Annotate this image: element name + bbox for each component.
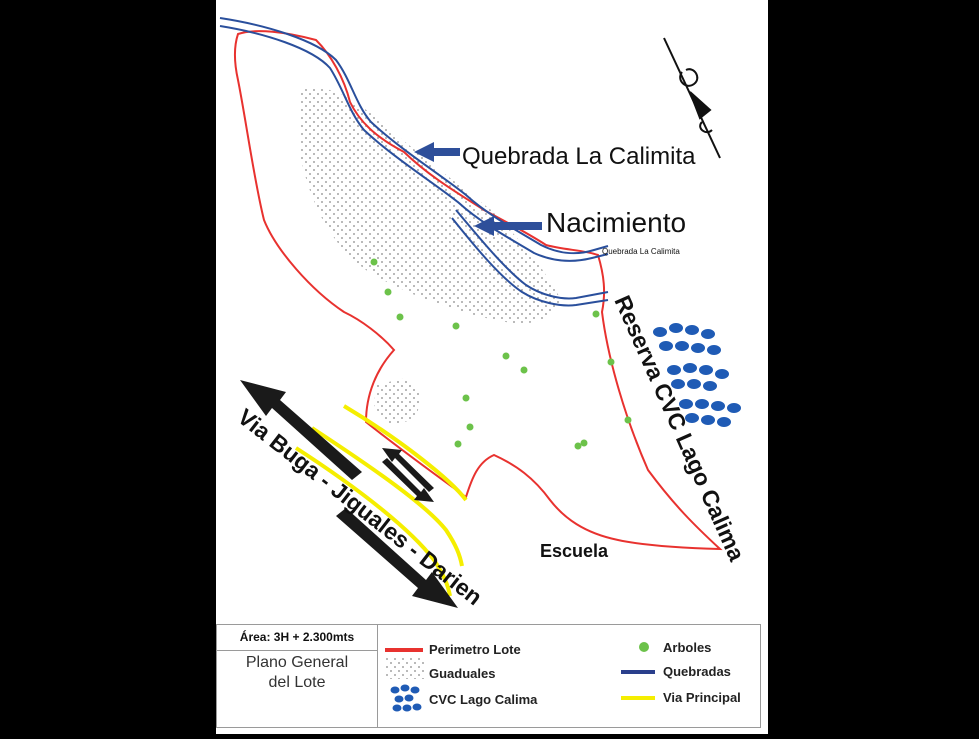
legend-trees: Arboles (663, 640, 712, 655)
cvc-lago-calima-dots (653, 323, 741, 427)
main-road (294, 404, 468, 597)
map-canvas: Quebrada La Calimita Nacimiento Quebrada… (219, 17, 750, 610)
guaduales-area (301, 88, 561, 324)
school-label: Escuela (540, 541, 609, 561)
stream-label: Quebrada La Calimita (462, 143, 696, 170)
legend: Área: 3H + 2.300mts Plano General del Lo… (216, 624, 761, 728)
legend-perimeter: Perimetro Lote (429, 642, 521, 657)
plan-title-line1: Plano General (245, 654, 349, 671)
guaduales-swatch (385, 657, 425, 679)
plan-title: Plano General del Lote (217, 653, 377, 693)
pointer-arrows (414, 142, 542, 236)
legend-streams: Quebradas (663, 664, 731, 679)
plan-title-line2: del Lote (268, 674, 326, 691)
area-label: Área: 3H + 2.300mts (217, 625, 377, 651)
cvc-swatch (390, 684, 422, 712)
trees (370, 258, 632, 450)
north-arrow-icon (663, 37, 721, 159)
site-plan-map: Quebrada La Calimita Nacimiento Quebrada… (216, 0, 768, 734)
road-direction-arrows (240, 380, 458, 608)
legend-title-block: Área: 3H + 2.300mts Plano General del Lo… (217, 625, 378, 727)
legend-guaduales: Guaduales (429, 666, 496, 681)
guaduales-patch (374, 378, 421, 425)
road-swatch (621, 696, 655, 700)
lot-perimeter (234, 30, 723, 551)
streams-swatch (621, 670, 655, 674)
perimeter-swatch (385, 648, 423, 652)
legend-cvc: CVC Lago Calima (429, 692, 538, 707)
stream-small-label: Quebrada La Calimita (602, 247, 680, 256)
trees-swatch (639, 642, 649, 652)
road-label: Via Buga - Jiguales - Darien (233, 403, 487, 610)
streams (219, 17, 609, 307)
legend-road: Via Principal (663, 690, 741, 705)
spring-label: Nacimiento (546, 207, 686, 238)
